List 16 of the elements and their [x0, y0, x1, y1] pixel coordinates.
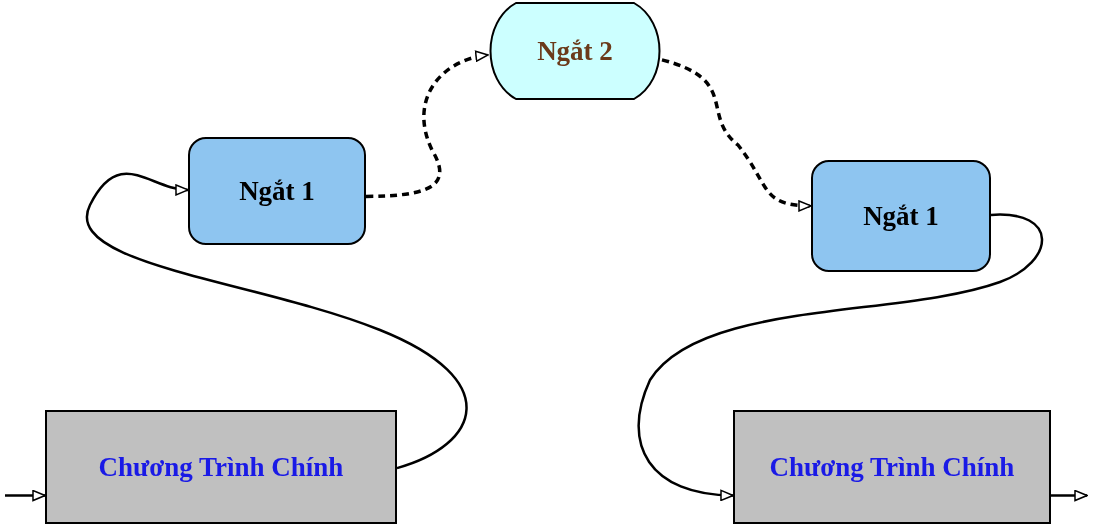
interrupt-box: [188, 137, 366, 245]
arrow: [365, 51, 489, 199]
interrupt-box: [488, 2, 662, 100]
node-label: Ngắt 2: [537, 35, 613, 67]
node-label: Ngắt 1: [863, 200, 939, 232]
node-label: Chương Trình Chính: [769, 451, 1015, 483]
interrupt-box: [811, 160, 991, 272]
arrow: [1051, 489, 1088, 502]
arrow: [86, 172, 468, 470]
arrow: [637, 213, 1044, 501]
program-box: [733, 410, 1051, 524]
node-label: Chương Trình Chính: [98, 451, 344, 483]
arrow: [661, 58, 812, 212]
program-box: [45, 410, 397, 524]
arrow: [5, 489, 46, 502]
node-label: Ngắt 1: [239, 175, 315, 207]
